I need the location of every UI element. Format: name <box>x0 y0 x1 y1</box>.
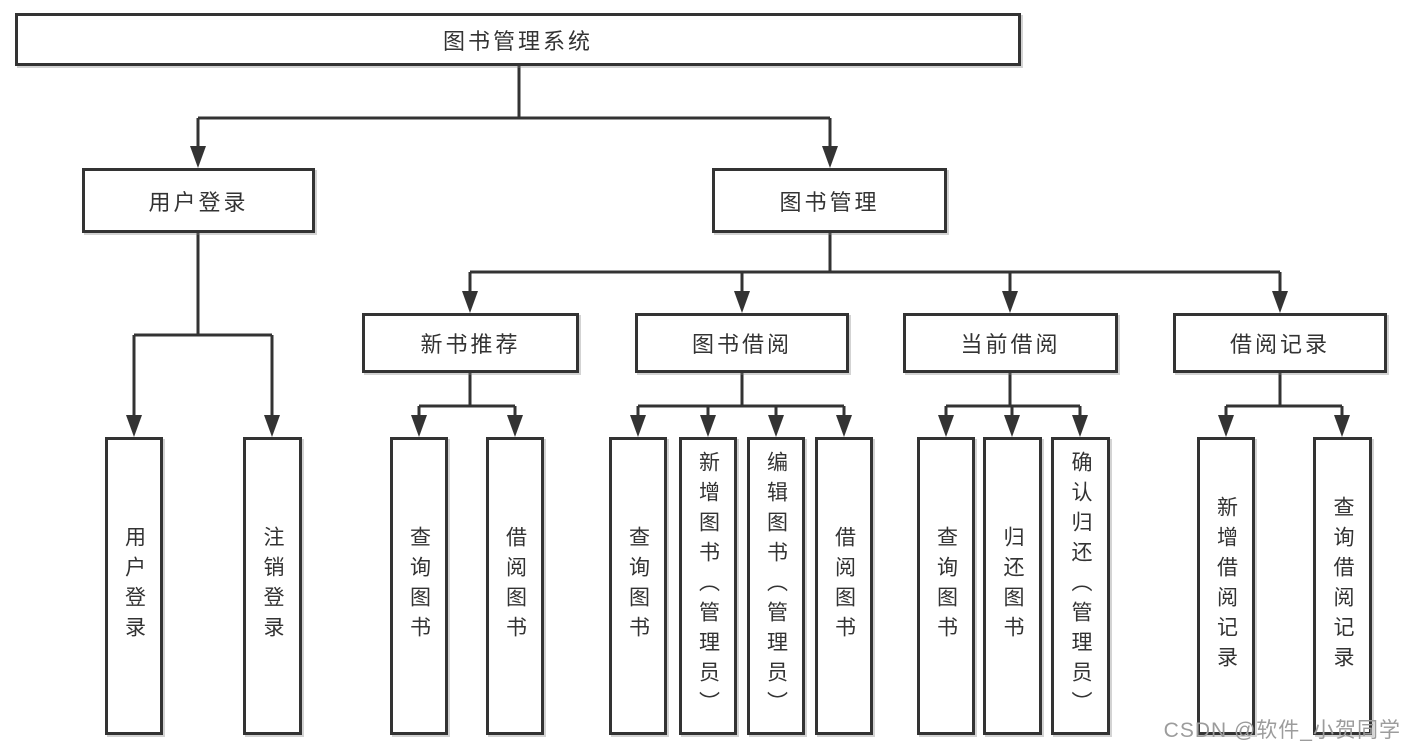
arrowhead <box>1072 415 1088 437</box>
connector-user-login-children <box>126 233 280 437</box>
node-user-login-label: 用户登录 <box>148 189 249 215</box>
arrowhead <box>700 415 716 437</box>
arrowhead <box>411 415 427 437</box>
node-leaf-user-login: 用户登录 <box>105 437 163 735</box>
node-current-borrow-label: 当前借阅 <box>960 332 1061 357</box>
connector-new-book-rec-children <box>411 373 523 437</box>
arrowhead <box>126 415 142 437</box>
arrowhead <box>836 415 852 437</box>
node-leaf-query-book-rec-label: 查询图书 <box>407 526 431 646</box>
connector-book-mgmt-children <box>462 233 1288 313</box>
node-book-borrow: 图书借阅 <box>635 313 849 373</box>
node-leaf-borrow-book-rec-label: 借阅图书 <box>503 526 527 646</box>
node-leaf-query-book-current: 查询图书 <box>917 437 975 735</box>
node-leaf-confirm-return-label: 确认归还（管理员） <box>1069 451 1092 721</box>
node-user-login: 用户登录 <box>82 168 315 233</box>
arrowhead <box>822 146 838 168</box>
node-leaf-query-book-borrow-label: 查询图书 <box>626 526 650 646</box>
node-leaf-return-book-label: 归还图书 <box>1001 526 1024 646</box>
node-leaf-edit-book-label: 编辑图书（管理员） <box>764 451 788 721</box>
node-current-borrow: 当前借阅 <box>903 313 1118 373</box>
node-leaf-logout-label: 注销登录 <box>261 526 284 646</box>
connector-book-borrow-children <box>630 373 852 437</box>
connector-borrow-record-children <box>1218 373 1350 437</box>
csdn-watermark: CSDN @软件_小贺同学 <box>1163 719 1401 742</box>
node-leaf-query-book-current-label: 查询图书 <box>934 526 958 646</box>
node-book-mgmt: 图书管理 <box>712 168 947 233</box>
arrowhead <box>462 291 478 313</box>
node-leaf-user-login-label: 用户登录 <box>122 526 146 646</box>
node-borrow-record-label: 借阅记录 <box>1229 332 1330 357</box>
node-leaf-edit-book: 编辑图书（管理员） <box>747 437 805 735</box>
node-new-book-rec-label: 新书推荐 <box>420 332 521 357</box>
arrowhead <box>507 415 523 437</box>
node-leaf-return-book: 归还图书 <box>983 437 1042 735</box>
arrowhead <box>1004 415 1020 437</box>
arrowhead <box>630 415 646 437</box>
node-leaf-logout: 注销登录 <box>243 437 302 735</box>
node-root-label: 图书管理系统 <box>442 28 593 54</box>
node-leaf-query-book-borrow: 查询图书 <box>609 437 667 735</box>
node-leaf-add-book: 新增图书（管理员） <box>679 437 737 735</box>
arrowhead <box>734 291 750 313</box>
node-leaf-query-book-rec: 查询图书 <box>390 437 448 735</box>
connector-root-to-level2 <box>190 66 838 168</box>
node-book-borrow-label: 图书借阅 <box>691 332 792 357</box>
arrowhead <box>938 415 954 437</box>
arrowhead <box>768 415 784 437</box>
node-book-mgmt-label: 图书管理 <box>779 189 880 215</box>
node-leaf-add-borrow-record: 新增借阅记录 <box>1197 437 1255 735</box>
arrowhead <box>1334 415 1350 437</box>
node-root: 图书管理系统 <box>15 13 1021 66</box>
arrowhead <box>1272 291 1288 313</box>
node-new-book-rec: 新书推荐 <box>362 313 579 373</box>
arrowhead <box>264 415 280 437</box>
node-borrow-record: 借阅记录 <box>1173 313 1387 373</box>
node-leaf-add-book-label: 新增图书（管理员） <box>696 451 720 721</box>
node-leaf-add-borrow-record-label: 新增借阅记录 <box>1214 496 1238 676</box>
connector-current-borrow-children <box>938 373 1088 437</box>
arrowhead <box>1002 291 1018 313</box>
node-leaf-query-borrow-record-label: 查询借阅记录 <box>1331 496 1354 676</box>
node-leaf-confirm-return: 确认归还（管理员） <box>1051 437 1110 735</box>
arrowhead <box>190 146 206 168</box>
node-leaf-borrow-book-borrow: 借阅图书 <box>815 437 873 735</box>
node-leaf-borrow-book-borrow-label: 借阅图书 <box>832 526 856 646</box>
arrowhead <box>1218 415 1234 437</box>
node-leaf-query-borrow-record: 查询借阅记录 <box>1313 437 1372 735</box>
node-leaf-borrow-book-rec: 借阅图书 <box>486 437 544 735</box>
